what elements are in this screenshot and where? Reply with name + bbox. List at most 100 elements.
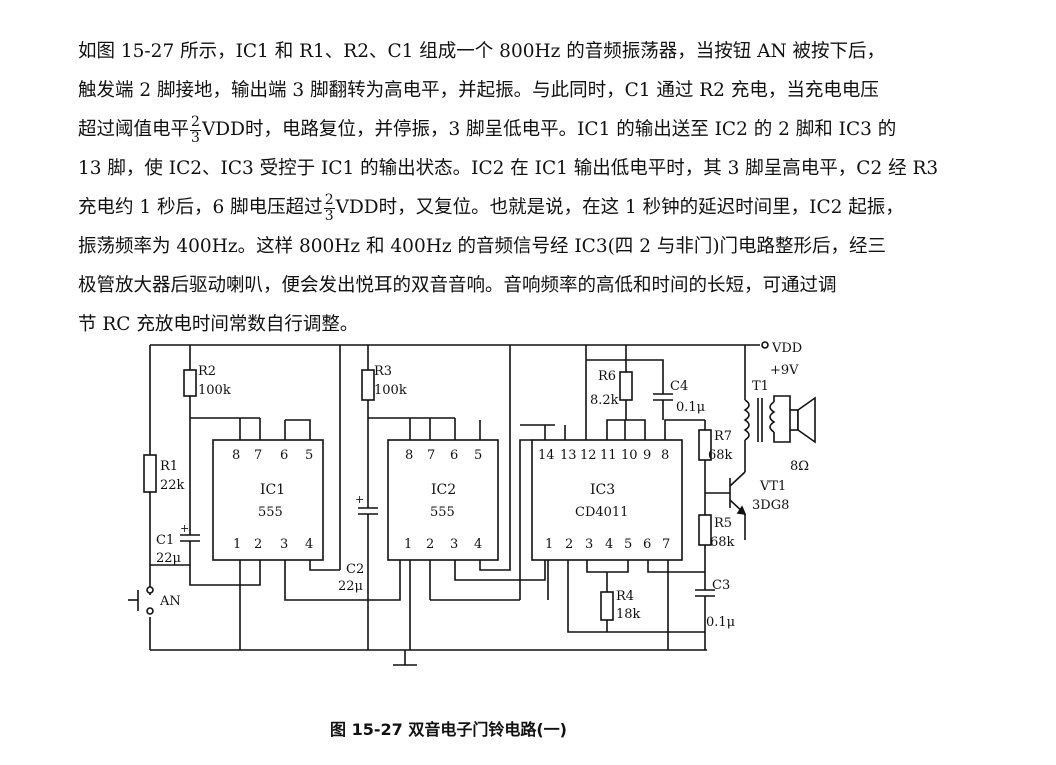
ic2-pin1: 1 bbox=[404, 537, 412, 552]
c2-plus: + bbox=[355, 493, 364, 506]
ic2-pin8: 8 bbox=[405, 448, 413, 463]
button-label: AN bbox=[159, 594, 181, 609]
c3-label: C3 bbox=[712, 578, 730, 593]
ic3-name: IC3 bbox=[590, 482, 615, 498]
text-line-3b: VDD时，电路复位，并停振，3 脚呈低电平。IC1 的输出送至 IC2 的 2 … bbox=[201, 119, 897, 140]
ground-rail bbox=[150, 649, 707, 666]
r6-label: R6 bbox=[598, 369, 616, 384]
ic2-pin7: 7 bbox=[427, 448, 435, 463]
fraction-numerator: 2 bbox=[323, 191, 335, 209]
description-text: 如图 15-27 所示，IC1 和 R1、R2、C1 组成一个 800Hz 的音… bbox=[78, 32, 958, 344]
ic3-type: CD4011 bbox=[575, 505, 628, 520]
ic2-pin4: 4 bbox=[474, 537, 482, 552]
vdd-rail bbox=[149, 341, 769, 650]
ic2-pin2: 2 bbox=[426, 537, 434, 552]
ic1-chip bbox=[212, 439, 324, 561]
resistor-r3 bbox=[361, 369, 375, 401]
ic3-chip bbox=[531, 439, 683, 561]
resistor-r1 bbox=[143, 454, 157, 493]
r2-value: 100k bbox=[198, 383, 231, 398]
ic3-pin10: 10 bbox=[621, 448, 638, 463]
ic2-chip bbox=[387, 439, 499, 561]
ic1-pin5: 5 bbox=[305, 448, 313, 463]
text-line-6: 振荡频率为 400Hz。这样 800Hz 和 400Hz 的音频信号经 IC3(… bbox=[78, 236, 887, 257]
transistor-vt1 bbox=[705, 450, 747, 540]
r7-value: 68k bbox=[708, 448, 733, 463]
c1-plus: + bbox=[180, 522, 189, 535]
resistor-r6 bbox=[619, 371, 633, 401]
r3-label: R3 bbox=[374, 364, 392, 379]
ic3-pin3: 3 bbox=[585, 537, 593, 552]
fraction-denominator: 3 bbox=[191, 129, 200, 146]
ic3-pin13: 13 bbox=[560, 448, 577, 463]
ic3-pin9: 9 bbox=[643, 448, 651, 463]
ic3-pin6: 6 bbox=[643, 537, 651, 552]
r2-label: R2 bbox=[198, 364, 216, 379]
ic1-pin4: 4 bbox=[305, 537, 313, 552]
ic3-pin5: 5 bbox=[624, 537, 632, 552]
ic1-name: IC1 bbox=[260, 482, 285, 498]
text-line-1: 如图 15-27 所示，IC1 和 R1、R2、C1 组成一个 800Hz 的音… bbox=[78, 41, 886, 62]
ic2-name: IC2 bbox=[431, 482, 456, 498]
r5-value: 68k bbox=[710, 535, 735, 550]
c4-label: C4 bbox=[670, 379, 688, 394]
r4-label: R4 bbox=[616, 589, 634, 604]
ic3-pin2: 2 bbox=[565, 537, 573, 552]
speaker-label: 8Ω bbox=[790, 459, 809, 474]
c4-value: 0.1μ bbox=[676, 400, 705, 415]
r5-label: R5 bbox=[714, 516, 732, 531]
ic1-pin8: 8 bbox=[232, 448, 240, 463]
ic2-type: 555 bbox=[430, 505, 455, 520]
c1-label: C1 bbox=[156, 533, 174, 548]
ic1-type: 555 bbox=[258, 505, 283, 520]
vdd-label: VDD bbox=[771, 341, 802, 356]
resistor-r4 bbox=[600, 591, 614, 621]
c1-value: 22μ bbox=[156, 551, 181, 566]
c2-value: 22μ bbox=[338, 579, 363, 594]
ic3-pin7: 7 bbox=[662, 537, 670, 552]
ic3-pin14: 14 bbox=[538, 448, 555, 463]
ic1-pin6: 6 bbox=[280, 448, 288, 463]
r4-value: 18k bbox=[616, 607, 641, 622]
speaker-icon bbox=[789, 396, 816, 444]
ic1-pin3: 3 bbox=[280, 537, 288, 552]
fraction-denominator: 3 bbox=[324, 207, 334, 224]
ic3-pin11: 11 bbox=[600, 448, 617, 463]
r7-label: R7 bbox=[714, 429, 732, 444]
figure-caption: 图 15-27 双音电子门铃电路(一) bbox=[330, 720, 567, 739]
ic3-pin4: 4 bbox=[605, 537, 613, 552]
ic3-pin12: 12 bbox=[580, 448, 597, 463]
r1-value: 22k bbox=[160, 478, 185, 493]
ic2-pin3: 3 bbox=[450, 537, 458, 552]
resistor-r2 bbox=[183, 369, 197, 397]
ic1-pin1: 1 bbox=[233, 537, 241, 552]
text-line-2: 触发端 2 脚接地，输出端 3 脚翻转为高电平，并起振。与此同时，C1 通过 R… bbox=[78, 80, 879, 101]
t1-label: T1 bbox=[752, 379, 769, 394]
text-line-7: 极管放大器后驱动喇叭，便会发出悦耳的双音音响。音响频率的高低和时间的长短，可通过… bbox=[78, 275, 837, 296]
ic1-pin2: 2 bbox=[254, 537, 262, 552]
text-line-5a: 充电约 1 秒后，6 脚电压超过 bbox=[78, 197, 323, 218]
vt1-label: VT1 bbox=[759, 479, 786, 494]
text-line-8: 节 RC 充放电时间常数自行调整。 bbox=[78, 314, 359, 335]
r3-value: 100k bbox=[374, 383, 407, 398]
transformer-t1 bbox=[743, 345, 791, 450]
c3-value: 0.1μ bbox=[706, 615, 735, 630]
ic1-pin7: 7 bbox=[254, 448, 262, 463]
r1-label: R1 bbox=[160, 459, 178, 474]
text-line-5b: VDD时，又复位。也就是说，在这 1 秒钟的延迟时间里，IC2 起振， bbox=[335, 197, 904, 218]
text-line-3a: 超过阈值电平 bbox=[78, 119, 190, 140]
ic3-pin8: 8 bbox=[661, 448, 669, 463]
ic3-pin1: 1 bbox=[545, 537, 553, 552]
r6-value: 8.2k bbox=[590, 393, 619, 408]
fraction-numerator: 2 bbox=[190, 113, 201, 131]
push-button bbox=[128, 586, 154, 615]
ic2-pin6: 6 bbox=[450, 448, 458, 463]
text-line-4: 13 脚，使 IC2、IC3 受控于 IC1 的输出状态。IC2 在 IC1 输… bbox=[78, 158, 939, 179]
vt1-type: 3DG8 bbox=[752, 498, 789, 513]
supply-label: +9V bbox=[770, 363, 799, 378]
